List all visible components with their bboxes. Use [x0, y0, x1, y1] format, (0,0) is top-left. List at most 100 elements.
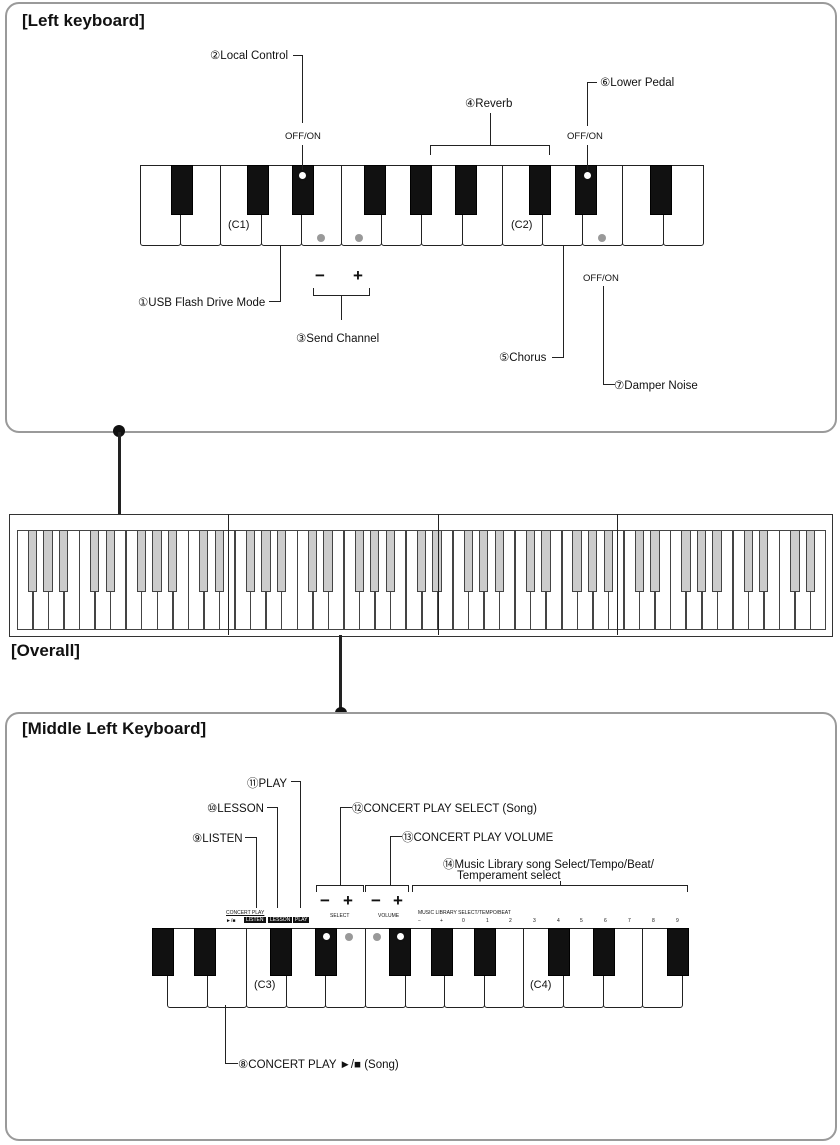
black-key [247, 165, 269, 215]
send-channel-label: ③Send Channel [296, 333, 380, 345]
overall-black-key [805, 530, 816, 592]
overall-black-key [90, 530, 100, 592]
key-number-label: 3 [533, 918, 536, 924]
key-number-label: 2 [509, 918, 512, 924]
overall-black-key [650, 530, 660, 592]
select-plus: + [343, 891, 353, 910]
c2-label: (C2) [511, 219, 533, 231]
overall-black-key [214, 530, 224, 592]
overall-black-key [43, 530, 53, 592]
lower-pedal-key-dot [582, 170, 593, 181]
overall-black-key [541, 530, 551, 592]
concert-play-volume-label: ⑬CONCERT PLAY VOLUME [402, 832, 554, 844]
usb-flash-drive-mode-label: ①USB Flash Drive Mode [138, 297, 266, 309]
concert-play-select-label: ⑫CONCERT PLAY SELECT (Song) [352, 803, 537, 815]
concert-play-song-label: ⑧CONCERT PLAY ►/■ (Song) [238, 1059, 399, 1071]
lesson-small-label: LESSON [268, 917, 293, 923]
black-key [548, 928, 570, 976]
damper-noise-label: ⑦Damper Noise [614, 380, 698, 392]
overall-black-key [587, 530, 598, 592]
volume-plus-key-dot [395, 931, 406, 942]
overall-black-key [261, 530, 271, 592]
black-key [455, 165, 477, 215]
overall-black-key [199, 530, 209, 592]
volume-plus: + [393, 891, 403, 910]
overall-title: [Overall] [11, 641, 80, 660]
overall-black-key [432, 530, 442, 592]
overall-black-key [276, 530, 287, 592]
off-on-label-1: OFF/ON [285, 131, 321, 142]
overall-black-key [385, 530, 396, 592]
overall-black-key [136, 530, 147, 592]
overall-black-key [743, 530, 753, 592]
listen-label: ⑨LISTEN [192, 833, 243, 845]
local-control-key-dot [297, 170, 308, 181]
select-minus-key-dot [321, 931, 332, 942]
black-key [364, 165, 386, 215]
concert-play-small-label: CONCERT PLAY [226, 910, 265, 916]
overall-black-key [572, 530, 582, 592]
overall-black-key [354, 530, 364, 592]
left-connector-dot [113, 425, 125, 437]
key-number-label: 0 [462, 918, 465, 924]
play-stop-small-label: ►/■ [226, 918, 236, 924]
overall-black-key [494, 530, 504, 592]
key-number-label: + [440, 918, 443, 924]
overall-black-key [681, 530, 691, 592]
send-channel-plus-dot [355, 234, 363, 242]
key-number-label: 1 [486, 918, 489, 924]
black-key [315, 928, 337, 976]
music-library-small-label: MUSIC LIBRARY SELECT/TEMPO/BEAT [418, 910, 511, 916]
overall-black-key [525, 530, 536, 592]
c1-label: (C1) [228, 219, 250, 231]
overall-black-key [307, 530, 318, 592]
black-key [152, 928, 174, 976]
send-channel-minus: − [315, 266, 325, 285]
overall-black-key [696, 530, 707, 592]
overall-black-key [323, 530, 333, 592]
key-number-label: 8 [652, 918, 655, 924]
chorus-label: ⑤Chorus [499, 352, 547, 364]
damper-noise-key-dot [598, 234, 606, 242]
black-key [593, 928, 615, 976]
key-number-label: 5 [580, 918, 583, 924]
black-key [474, 928, 496, 976]
volume-minus: − [371, 891, 381, 910]
off-on-label-2: OFF/ON [567, 131, 603, 142]
middle-left-keyboard-panel [5, 712, 837, 1141]
volume-minus-key-dot [373, 933, 381, 941]
music-library-label-1: ⑭Music Library song Select/Tempo/Beat/ [443, 859, 654, 871]
local-control-label: ②Local Control [210, 50, 289, 62]
key-number-label: 9 [676, 918, 679, 924]
key-number-label: 7 [628, 918, 631, 924]
black-key [431, 928, 453, 976]
send-channel-minus-dot [317, 234, 325, 242]
volume-small-label: VOLUME [378, 913, 400, 919]
overall-black-key [370, 530, 380, 592]
overall-black-key [790, 530, 800, 592]
black-key [410, 165, 432, 215]
lower-pedal-label: ⑥Lower Pedal [600, 77, 675, 89]
black-key [270, 928, 292, 976]
overall-black-key [603, 530, 613, 592]
reverb-label: ④Reverb [465, 98, 513, 110]
black-key [529, 165, 551, 215]
c4-label: (C4) [530, 979, 552, 991]
left-keyboard-title: [Left keyboard] [22, 11, 145, 30]
select-small-label: SELECT [330, 913, 350, 919]
c3-label: (C3) [254, 979, 276, 991]
black-key [650, 165, 672, 215]
overall-black-key [712, 530, 722, 592]
overall-black-key [167, 530, 178, 592]
middle-left-keyboard-title: [Middle Left Keyboard] [22, 719, 207, 738]
send-channel-plus: + [353, 266, 363, 285]
overall-black-key [27, 530, 38, 592]
key-number-label: 6 [604, 918, 607, 924]
black-key [194, 928, 216, 976]
overall-black-key [634, 530, 644, 592]
overall-black-key [479, 530, 489, 592]
key-number-label: − [418, 918, 421, 924]
overall-black-key [245, 530, 256, 592]
play-label: ⑪PLAY [247, 778, 288, 790]
overall-black-key [463, 530, 473, 592]
